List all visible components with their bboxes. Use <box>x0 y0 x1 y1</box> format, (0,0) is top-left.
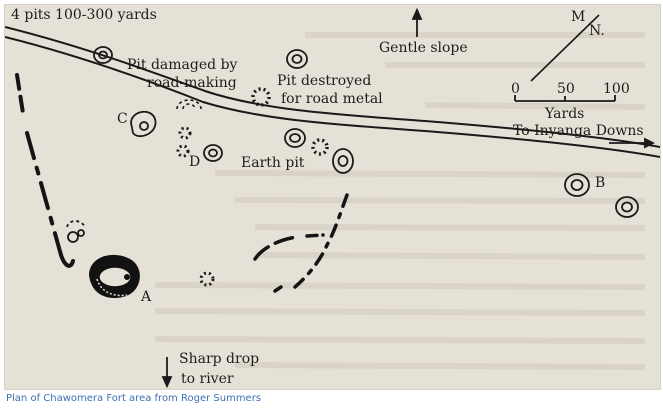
label-a: A <box>140 289 152 305</box>
earth-pit-1 <box>284 128 306 148</box>
north-label-n: N. <box>589 23 605 39</box>
site-d-pit <box>203 144 223 162</box>
pit-destroyed-label-2: for road metal <box>281 91 383 107</box>
pit-damaged-marker <box>176 99 202 110</box>
site-a-enclosure <box>89 254 140 299</box>
pit-north-west <box>93 46 113 64</box>
drop-arrow-down <box>161 357 173 389</box>
road-lower-edge <box>5 36 660 158</box>
earth-pit-label: Earth pit <box>241 155 305 171</box>
sharp-drop-label-1: Sharp drop <box>179 351 259 367</box>
site-d-dotted-ring <box>176 126 192 158</box>
pit-destroyed-ring <box>251 87 271 107</box>
pit-dotted-south <box>199 271 215 287</box>
road-direction-arrow <box>609 137 656 149</box>
earth-pit-dotted <box>311 138 329 156</box>
road-destination-label: To Inyanga Downs <box>513 123 644 139</box>
pit-destroyed-label-1: Pit destroyed <box>277 73 371 89</box>
pit-damaged-label-2: road-making <box>147 75 237 91</box>
pit-destroyed-marker <box>286 49 308 69</box>
site-b-pit-1 <box>564 173 590 197</box>
scale-tick-0: 0 <box>511 81 520 97</box>
label-d: D <box>189 154 200 170</box>
fort-wall-west <box>15 73 75 268</box>
fort-wall-central <box>253 193 349 293</box>
site-b-pit-2 <box>615 196 639 218</box>
label-b: B <box>595 175 605 191</box>
pits-note: 4 pits 100-300 yards <box>11 7 157 23</box>
site-plan-map: 4 pits 100-300 yards Gentle slope M N. 0 <box>5 7 660 389</box>
scale-tick-100: 100 <box>603 81 630 97</box>
slope-arrow-up <box>411 7 423 37</box>
map-photo: 4 pits 100-300 yards Gentle slope M N. 0 <box>4 4 661 390</box>
scale-bar <box>514 95 616 102</box>
gentle-slope-label: Gentle slope <box>379 40 468 56</box>
earth-pit-2 <box>332 148 354 174</box>
hut-ring-west <box>66 220 86 243</box>
road-upper-edge <box>5 26 660 148</box>
north-arrow <box>530 14 600 82</box>
north-label-m: M <box>571 9 585 25</box>
figure-caption: Plan of Chawomera Fort area from Roger S… <box>6 393 262 404</box>
sharp-drop-label-2: to river <box>181 371 234 387</box>
label-c: C <box>117 111 128 127</box>
pit-damaged-label-1: Pit damaged by <box>127 57 238 73</box>
site-c-enclosure <box>130 110 157 138</box>
scale-tick-50: 50 <box>557 81 575 97</box>
scale-unit-label: Yards <box>544 106 584 122</box>
